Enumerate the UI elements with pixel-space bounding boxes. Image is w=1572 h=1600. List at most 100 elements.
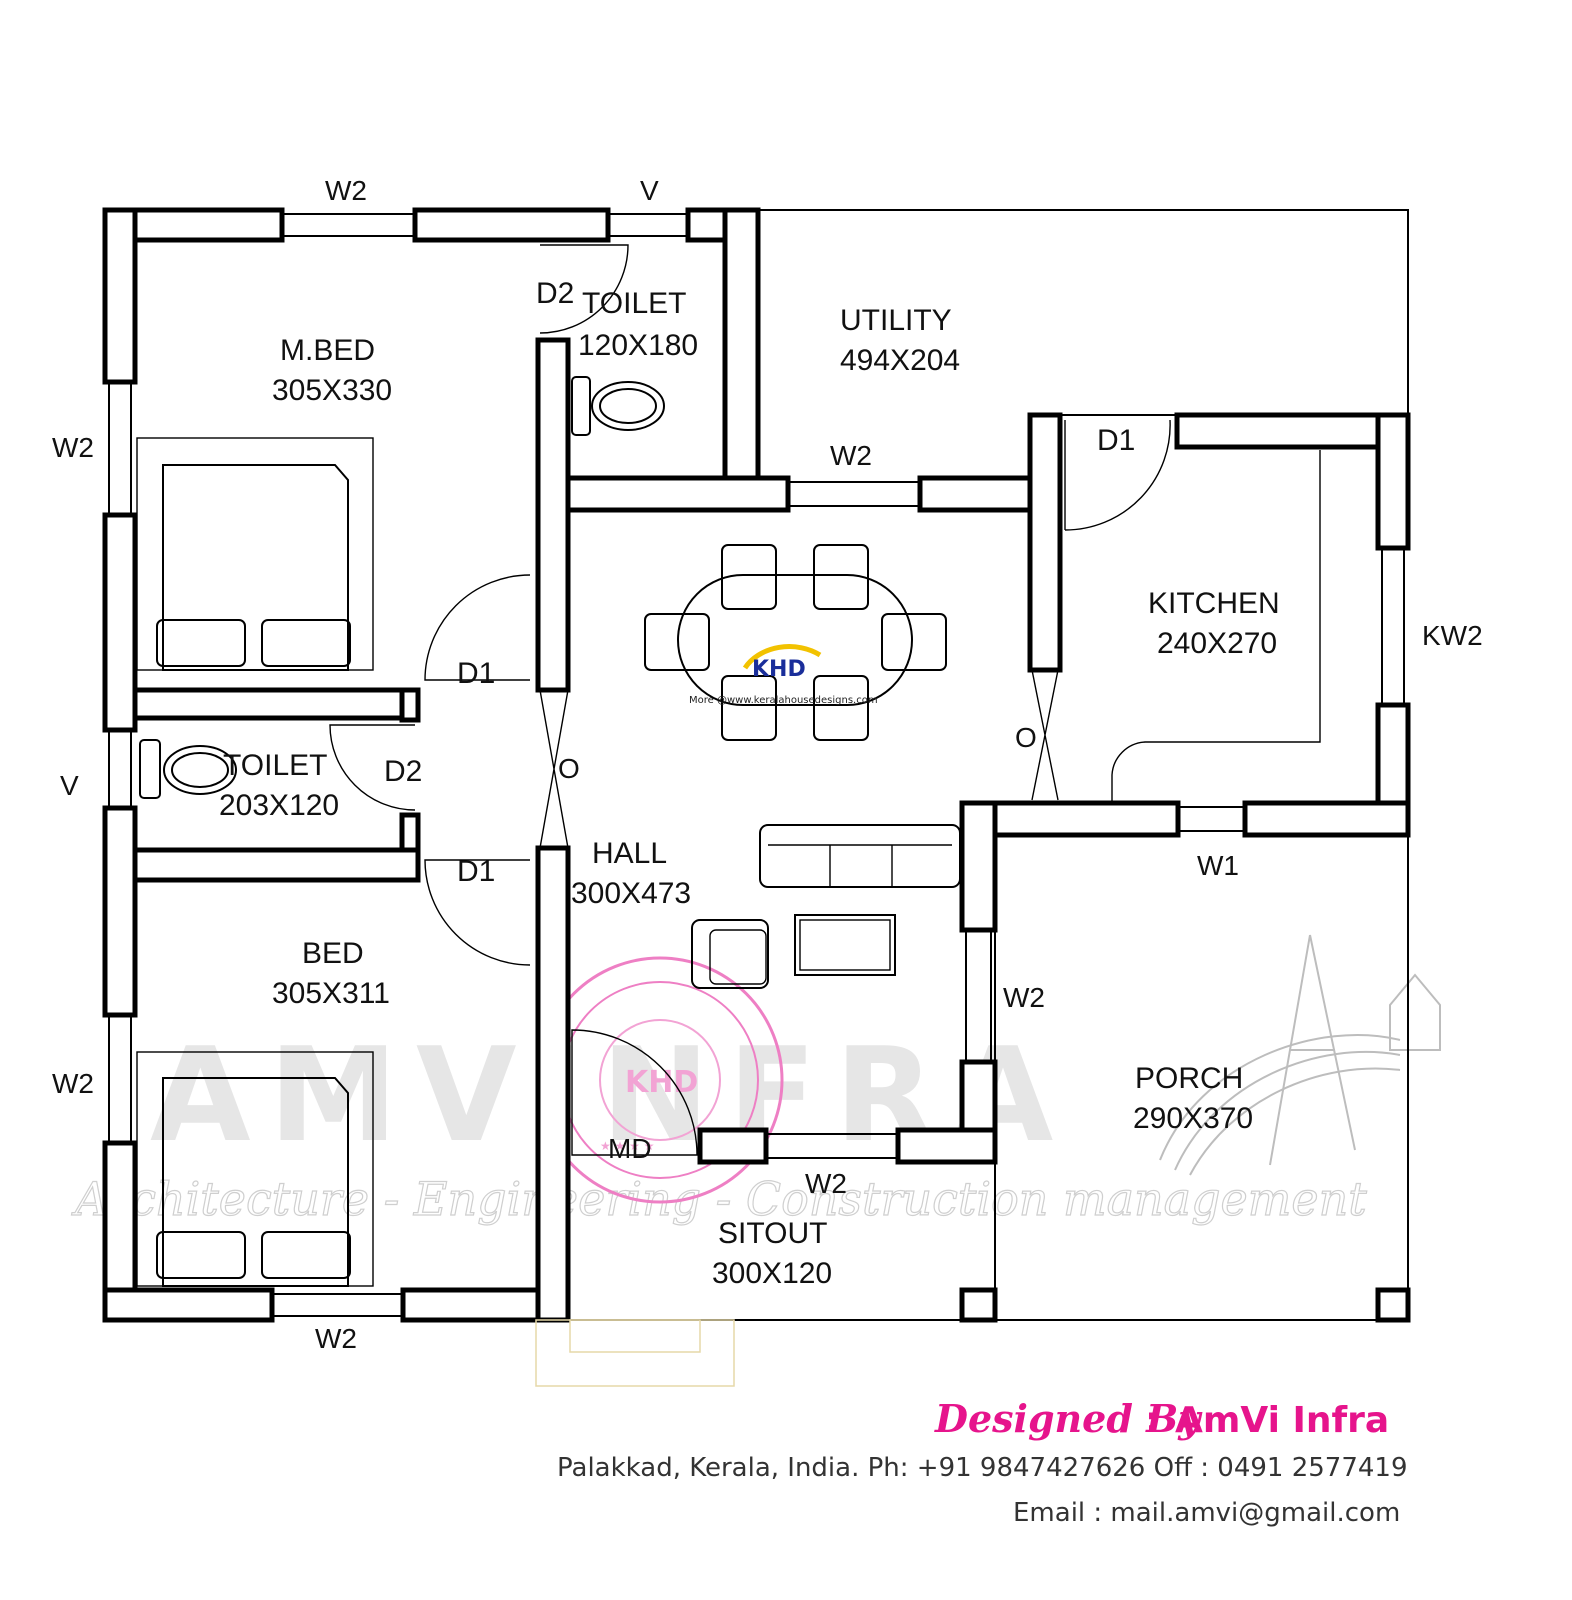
doors [329,244,1171,1156]
door-swing-kitchen [1064,419,1171,531]
label-sitout-size: 300X120 [712,1257,832,1290]
door-swing-bed [424,859,531,966]
tag-d1-mbed: D1 [457,657,495,690]
tag-w2-bed-bottom: W2 [315,1323,357,1354]
label-utility-size: 494X204 [840,344,960,377]
tag-d2-top: D2 [536,277,574,310]
column-porch [1375,1287,1411,1323]
wall-toilet-jamb-2 [399,812,421,853]
wall-left-2 [102,512,138,733]
svg-text:More @www.keralahousedesigns.c: More @www.keralahousedesigns.com [689,695,878,706]
wall-hall-right-1 [959,800,998,933]
svg-text:★ ★ ★ ★: ★ ★ ★ ★ [600,1139,654,1153]
label-bed-size: 305X311 [272,977,390,1010]
tag-o-hall: O [558,753,580,784]
room-labels: M.BED 305X330 TOILET 120X180 UTILITY 494… [219,287,1280,1290]
wall-top-2 [412,207,611,243]
wall-left-3 [102,805,138,1018]
label-sitout-name: SITOUT [718,1217,827,1250]
door-swing-toilet-top [539,244,629,334]
wall-hall-left-lower [535,845,571,1323]
wall-hall-left-upper [535,337,571,693]
tag-w2-mbed-top: W2 [325,175,367,206]
dining-table: KHD More @www.keralahousedesigns.com [644,544,947,741]
opening-hall-left [539,689,569,849]
tag-d1-bed: D1 [457,855,495,888]
wall-hall-bottom-1 [697,1127,769,1165]
wall-hall-top-2 [917,475,1033,513]
label-utility-name: UTILITY [840,304,952,337]
label-porch-name: PORCH [1135,1062,1243,1095]
tag-w1: W1 [1197,850,1239,881]
label-bed-name: BED [302,937,364,970]
window-bed-left [108,1014,132,1144]
wall-left-1 [102,207,138,385]
tag-md: MD [608,1133,652,1164]
watermark-layer: AMVINFRA Architecture - Engineering - Co… [70,934,1441,1227]
window-mbed-top [281,213,416,237]
master-bed [136,437,374,671]
tag-d2-mid: D2 [384,755,422,788]
label-hall-size: 300X473 [571,877,691,910]
wall-toilet-jamb-1 [399,687,421,723]
window-hall-right [965,929,992,1063]
wall-kitchen-top [1174,412,1411,450]
label-hall-name: HALL [592,837,667,870]
label-toilet-top-name: TOILET [582,287,686,320]
window-toilet-left [108,729,132,809]
tag-d1-kitchen: D1 [1097,424,1135,457]
bed-furniture [136,1051,374,1287]
door-swing-mbed [424,574,531,681]
credit-title: Designed By [934,1396,1203,1441]
khd-logo: KHD More @www.keralahousedesigns.com [689,644,878,706]
kitchen-counter [1111,450,1321,803]
label-toilet-mid-size: 203X120 [219,789,339,822]
wall-toilet-top [132,687,421,721]
tag-w2-hall-bottom: W2 [805,1168,847,1199]
wc-mid [139,739,237,799]
label-porch-size: 290X370 [1133,1102,1253,1135]
compass-house-sketch [1159,934,1441,1176]
label-toilet-top-size: 120X180 [578,329,698,362]
tag-w2-hall-right: W2 [1003,982,1045,1013]
wall-hall-bottom-2 [895,1127,998,1165]
credit-address: Palakkad, Kerala, India. Ph: +91 9847427… [557,1453,1408,1483]
label-kitchen-size: 240X270 [1157,627,1277,660]
window-mbed-left [108,381,132,516]
wall-kitchen-left [1027,412,1063,673]
watermark-tagline: Architecture - Engineering - Constructio… [71,1172,1367,1226]
opening-kitchen [1031,669,1059,801]
utility-outline [758,209,1409,415]
label-mbed-name: M.BED [280,334,375,367]
svg-text:KHD: KHD [625,1065,698,1100]
tag-w2-bed-left: W2 [52,1068,94,1099]
window-utility [787,481,921,507]
wall-bottom-1 [102,1287,275,1323]
wc-top [571,376,665,436]
windows [108,213,1405,1317]
credit-email: Email : mail.amvi@gmail.com [1013,1498,1400,1528]
tag-kw2: KW2 [1422,620,1483,651]
tag-w2-utility: W2 [830,440,872,471]
coffee-table [794,914,896,976]
label-toilet-mid-name: TOILET [223,749,327,782]
wall-hall-top-1 [565,475,791,513]
window-hall-bottom [765,1133,899,1159]
tag-v-top: V [640,175,659,206]
door-swing-main [571,1029,698,1156]
wall-kitchen-right-1 [1375,412,1411,551]
designer-credit: Designed By : AmVi Infra Palakkad, Keral… [557,1396,1408,1528]
walls [102,207,1411,1323]
column-sitout [959,1287,998,1323]
armchair [691,919,769,989]
window-bed-bottom [271,1293,404,1317]
wall-utility-left [722,207,761,503]
label-mbed-size: 305X330 [272,374,392,407]
svg-text:KHD: KHD [752,657,806,682]
window-kitchen-right [1381,547,1405,706]
tag-o-kitchen: O [1015,722,1037,753]
entrance-steps [535,1319,735,1387]
tag-v-left: V [60,770,79,801]
door-swing-toilet-mid [329,724,416,811]
